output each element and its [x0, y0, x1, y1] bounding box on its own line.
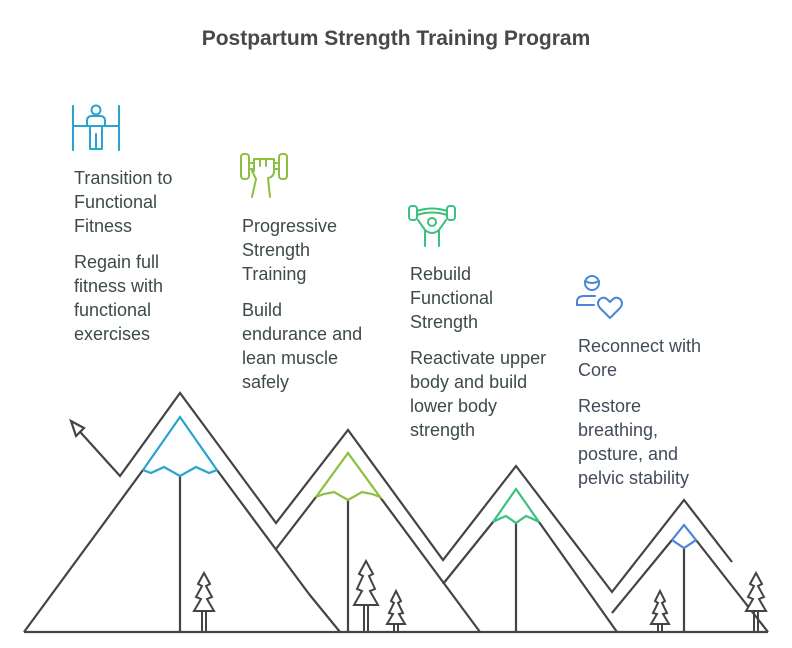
snowcap-2	[315, 451, 384, 502]
tree-icon	[385, 588, 407, 632]
snowcap-4	[671, 523, 698, 550]
tree-icon	[352, 558, 380, 632]
step-2-title: Progressive Strength Training	[242, 216, 338, 284]
step-3-title: Rebuild Functional Strength	[410, 264, 494, 332]
mountain-1-outline	[23, 469, 144, 633]
step-1-description: Regain full fitness with functional exer…	[74, 252, 164, 344]
mountain-3-outline	[442, 521, 494, 585]
mountain-4-outline	[611, 539, 673, 614]
pull-up-bar-person-icon	[72, 104, 120, 151]
dumbbell-hand-icon	[240, 153, 288, 198]
step-4-description: Restore breathing, posture, and pelvic s…	[578, 396, 690, 488]
person-heart-icon	[576, 275, 623, 319]
page-title: Postpartum Strength Training Program	[201, 27, 591, 50]
weightlifter-icon	[408, 205, 456, 247]
step-3-description: Reactivate upper body and build lower bo…	[410, 348, 547, 440]
step-3-text: Rebuild Functional Strength Reactivate u…	[410, 262, 570, 442]
tree-icon	[192, 570, 216, 632]
progress-path-line	[72, 391, 733, 594]
snowcap-3	[492, 487, 540, 525]
snowcap-1	[142, 415, 219, 478]
step-1-text: Transition to Functional Fitness Regain …	[74, 166, 224, 346]
tree-icon	[744, 570, 768, 632]
step-4-text: Reconnect with Core Restore breathing, p…	[578, 334, 748, 490]
step-2-text: Progressive Strength Training Build endu…	[242, 214, 392, 394]
step-1-title: Transition to Functional Fitness	[74, 168, 173, 236]
mountain-2-outline	[275, 496, 317, 550]
arrow-head-icon	[69, 418, 86, 439]
step-4-title: Reconnect with Core	[578, 336, 702, 380]
step-2-description: Build endurance and lean muscle safely	[242, 300, 363, 392]
tree-icon	[649, 588, 671, 632]
